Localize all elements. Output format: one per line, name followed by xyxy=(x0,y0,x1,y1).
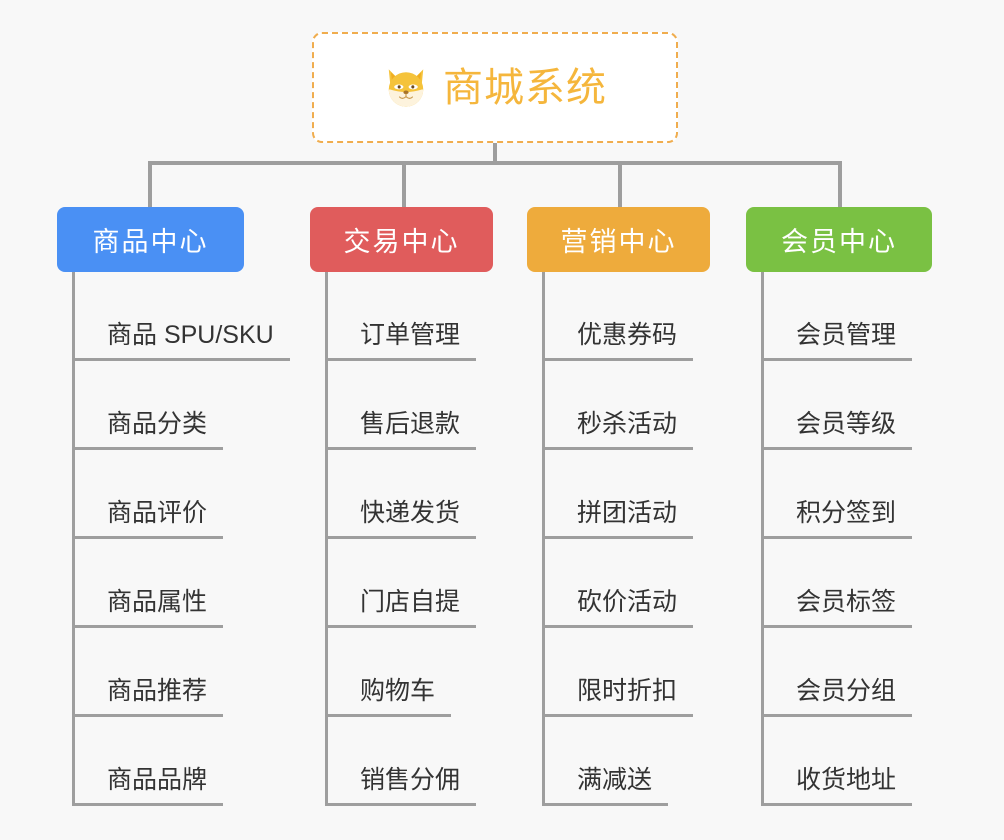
leaf-trunk-member xyxy=(761,272,764,806)
connector-drop-4 xyxy=(838,161,842,207)
leaf-label: 快递发货 xyxy=(326,501,477,539)
list-item[interactable]: 商品 SPU/SKU xyxy=(73,272,290,361)
leaf-label: 售后退款 xyxy=(326,412,477,450)
leaf-label: 商品推荐 xyxy=(73,679,224,717)
leaf-label: 订单管理 xyxy=(326,323,477,361)
leaf-label: 积分签到 xyxy=(762,501,913,539)
leaf-label: 收货地址 xyxy=(762,768,913,806)
list-item[interactable]: 销售分佣 xyxy=(326,717,493,806)
branch-column-product: 商品中心 商品 SPU/SKU 商品分类 商品评价 商品属性 商品推荐 商品品牌 xyxy=(57,207,290,806)
connector-drop-1 xyxy=(148,161,152,207)
list-item[interactable]: 砍价活动 xyxy=(543,539,710,628)
list-item[interactable]: 积分签到 xyxy=(762,450,932,539)
leaf-list-member: 会员管理 会员等级 积分签到 会员标签 会员分组 收货地址 xyxy=(746,272,932,806)
list-item[interactable]: 商品属性 xyxy=(73,539,244,628)
connector-horizontal-bar xyxy=(148,161,842,165)
branch-header-member[interactable]: 会员中心 xyxy=(746,207,932,272)
list-item[interactable]: 会员标签 xyxy=(762,539,932,628)
leaf-list-product: 商品 SPU/SKU 商品分类 商品评价 商品属性 商品推荐 商品品牌 xyxy=(57,272,290,806)
leaf-label: 购物车 xyxy=(326,679,452,717)
leaf-label: 商品品牌 xyxy=(73,768,224,806)
leaf-label: 会员等级 xyxy=(762,412,913,450)
leaf-trunk-trade xyxy=(325,272,328,806)
branch-column-member: 会员中心 会员管理 会员等级 积分签到 会员标签 会员分组 收货地址 xyxy=(746,207,932,806)
leaf-label: 会员标签 xyxy=(762,590,913,628)
leaf-label: 会员分组 xyxy=(762,679,913,717)
branch-header-trade[interactable]: 交易中心 xyxy=(310,207,493,272)
list-item[interactable]: 优惠券码 xyxy=(543,272,710,361)
list-item[interactable]: 快递发货 xyxy=(326,450,493,539)
leaf-label: 拼团活动 xyxy=(543,501,694,539)
leaf-label: 砍价活动 xyxy=(543,590,694,628)
list-item[interactable]: 满减送 xyxy=(543,717,710,806)
list-item[interactable]: 购物车 xyxy=(326,628,493,717)
shiba-dog-icon xyxy=(388,68,424,107)
root-node[interactable]: 商城系统 xyxy=(312,32,678,143)
leaf-label: 商品 SPU/SKU xyxy=(73,323,290,361)
branch-column-marketing: 营销中心 优惠券码 秒杀活动 拼团活动 砍价活动 限时折扣 满减送 xyxy=(527,207,710,806)
list-item[interactable]: 拼团活动 xyxy=(543,450,710,539)
list-item[interactable]: 商品分类 xyxy=(73,361,244,450)
list-item[interactable]: 限时折扣 xyxy=(543,628,710,717)
connector-stem xyxy=(493,143,497,164)
list-item[interactable]: 收货地址 xyxy=(762,717,932,806)
list-item[interactable]: 商品推荐 xyxy=(73,628,244,717)
branch-header-marketing[interactable]: 营销中心 xyxy=(527,207,710,272)
leaf-label: 限时折扣 xyxy=(543,679,694,717)
connector-drop-2 xyxy=(402,161,406,207)
leaf-label: 秒杀活动 xyxy=(543,412,694,450)
list-item[interactable]: 售后退款 xyxy=(326,361,493,450)
branch-column-trade: 交易中心 订单管理 售后退款 快递发货 门店自提 购物车 销售分佣 xyxy=(310,207,493,806)
list-item[interactable]: 会员分组 xyxy=(762,628,932,717)
leaf-list-marketing: 优惠券码 秒杀活动 拼团活动 砍价活动 限时折扣 满减送 xyxy=(527,272,710,806)
list-item[interactable]: 会员管理 xyxy=(762,272,932,361)
list-item[interactable]: 会员等级 xyxy=(762,361,932,450)
leaf-trunk-product xyxy=(72,272,75,806)
leaf-label: 商品属性 xyxy=(73,590,224,628)
list-item[interactable]: 秒杀活动 xyxy=(543,361,710,450)
list-item[interactable]: 商品评价 xyxy=(73,450,244,539)
leaf-label: 优惠券码 xyxy=(543,323,694,361)
leaf-label: 满减送 xyxy=(543,768,669,806)
leaf-list-trade: 订单管理 售后退款 快递发货 门店自提 购物车 销售分佣 xyxy=(310,272,493,806)
leaf-label: 会员管理 xyxy=(762,323,913,361)
list-item[interactable]: 订单管理 xyxy=(326,272,493,361)
leaf-trunk-marketing xyxy=(542,272,545,806)
leaf-label: 商品评价 xyxy=(73,501,224,539)
leaf-label: 门店自提 xyxy=(326,590,477,628)
connector-drop-3 xyxy=(618,161,622,207)
branch-header-product[interactable]: 商品中心 xyxy=(57,207,244,272)
list-item[interactable]: 商品品牌 xyxy=(73,717,244,806)
leaf-label: 商品分类 xyxy=(73,412,224,450)
leaf-label: 销售分佣 xyxy=(326,768,477,806)
root-title: 商城系统 xyxy=(443,65,607,110)
list-item[interactable]: 门店自提 xyxy=(326,539,493,628)
